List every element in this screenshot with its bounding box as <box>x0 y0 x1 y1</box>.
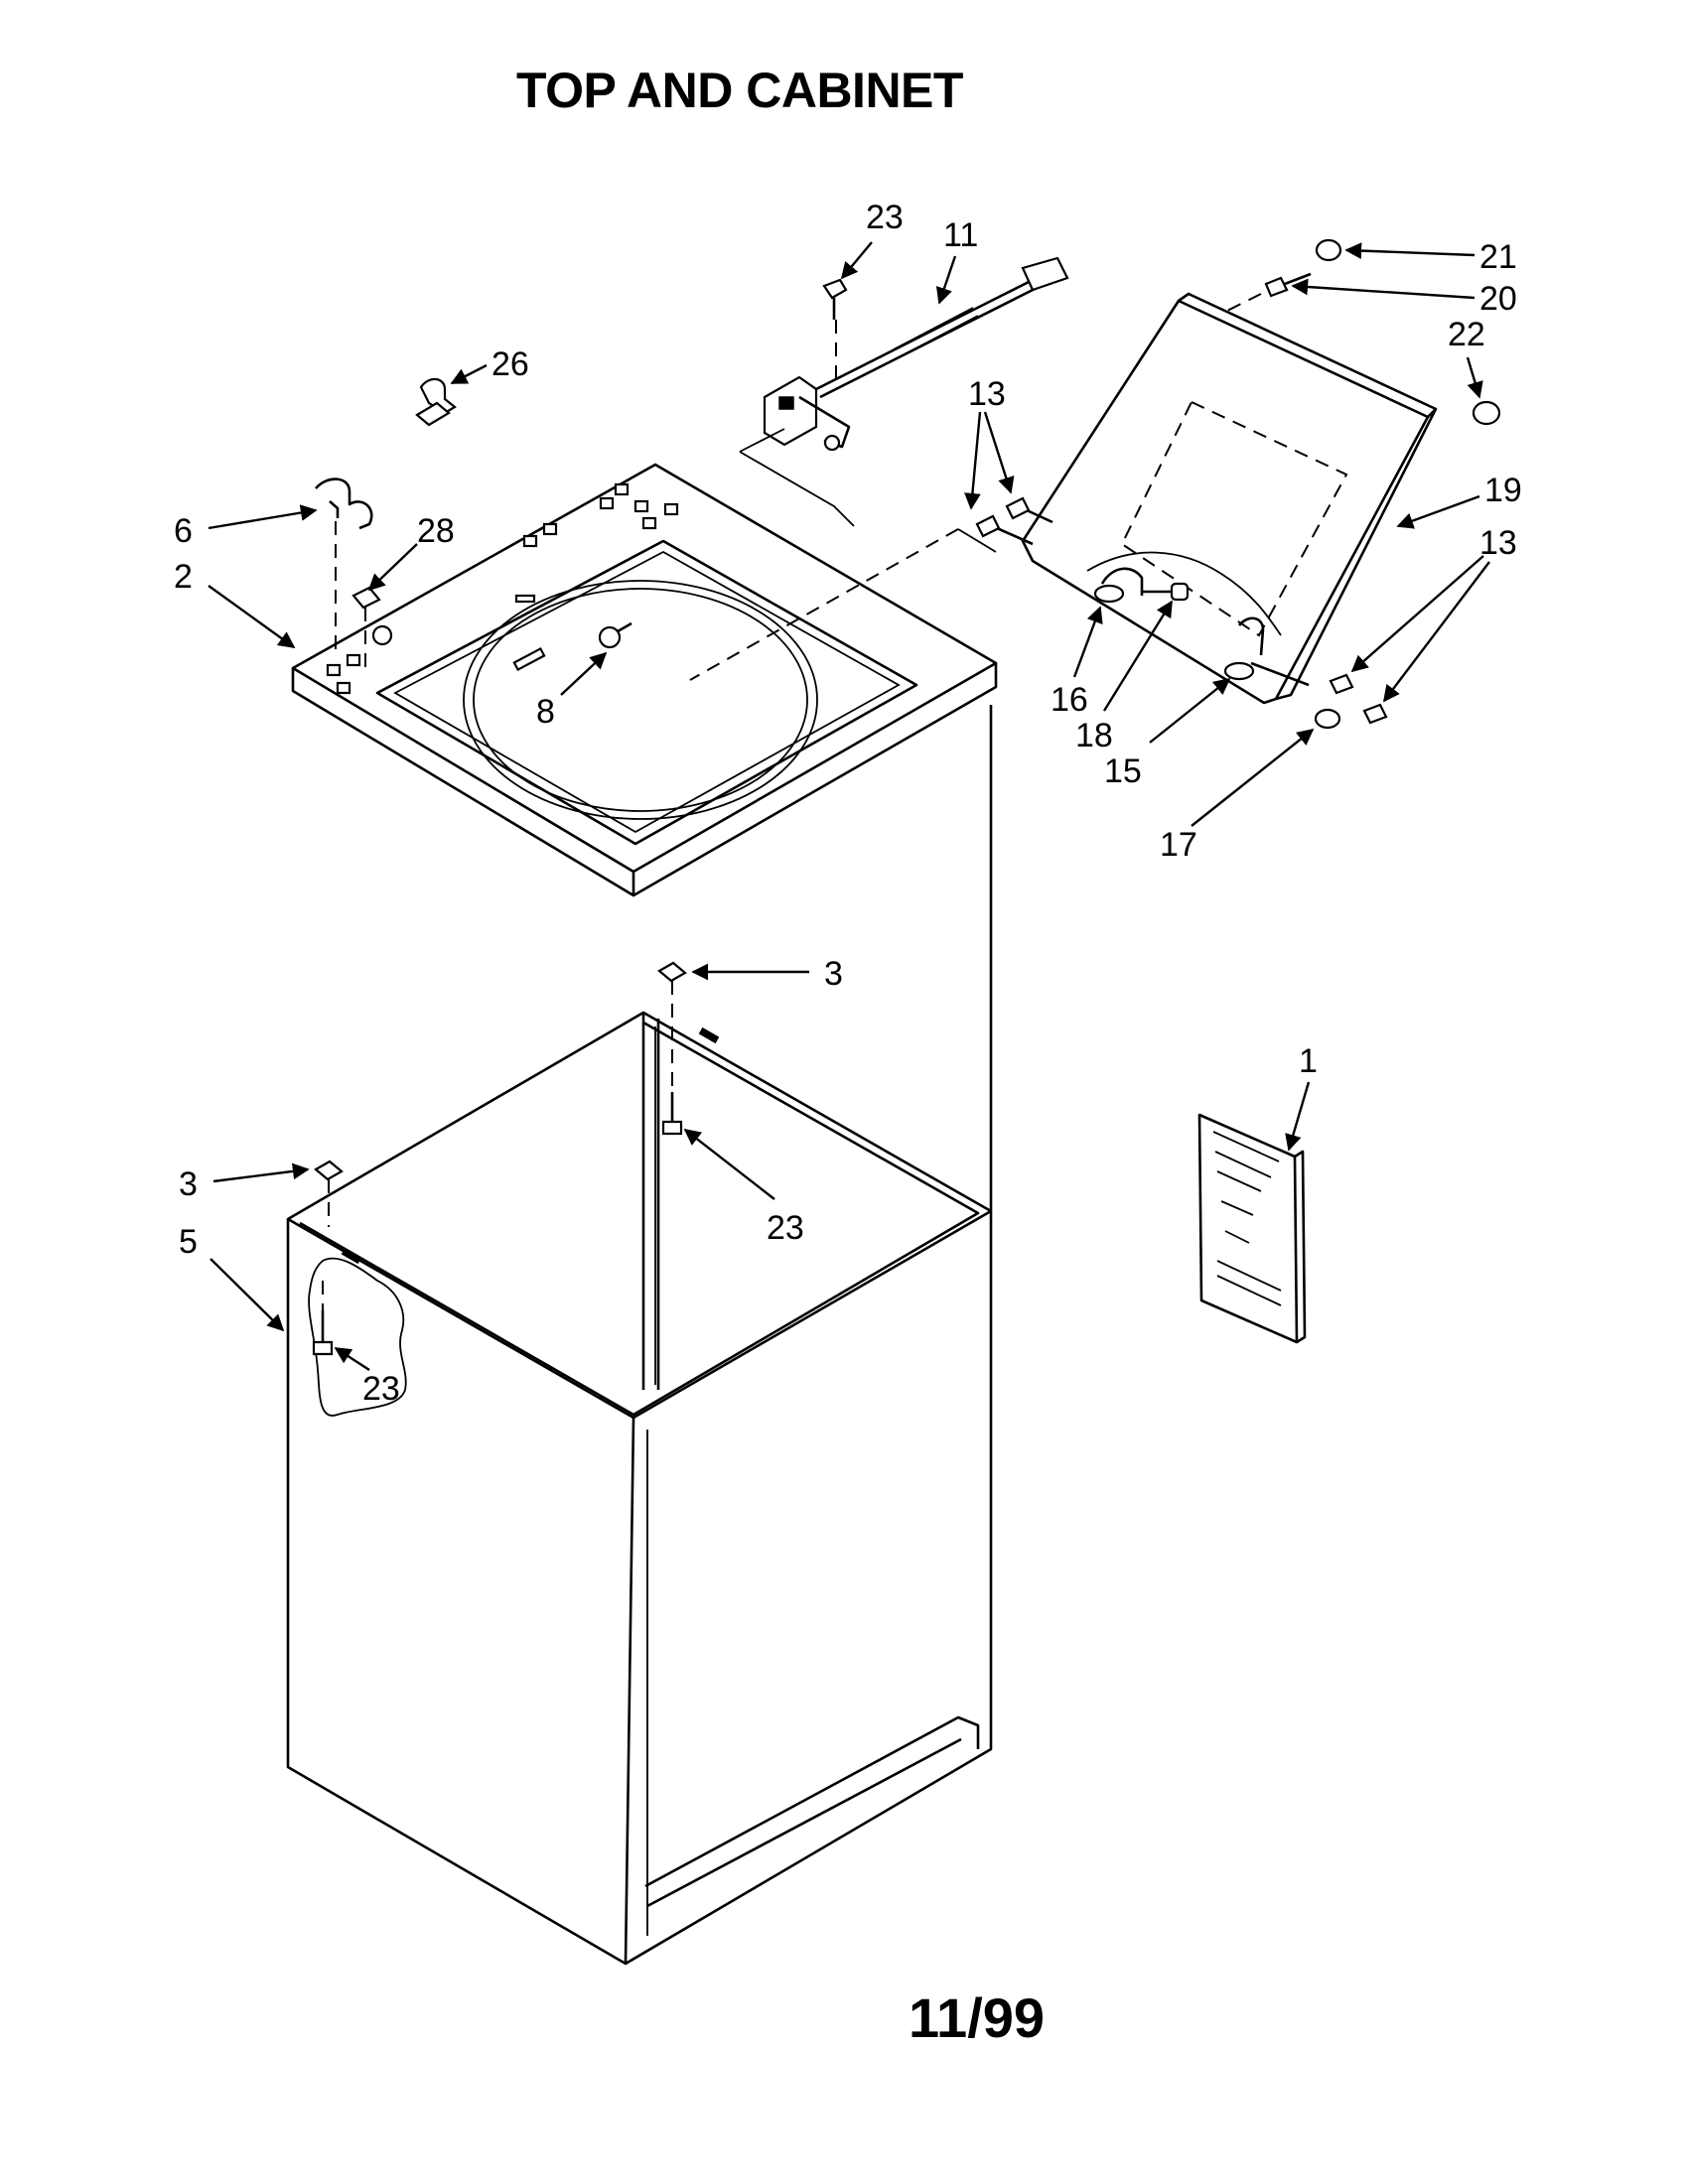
callout-16: 16 <box>1051 606 1103 719</box>
washer-top-panel <box>291 463 998 897</box>
callout-18: 18 <box>1075 600 1174 754</box>
hinge-parts-16-18 <box>1093 567 1190 604</box>
callout-11: 11 <box>935 216 978 305</box>
callout-1: 1 <box>1285 1042 1318 1152</box>
callout-8: 8 <box>536 651 608 731</box>
callout-6: 6 <box>174 504 318 550</box>
specification-sheet-part-1 <box>1197 1113 1307 1344</box>
cabinet-clip-part-3-right <box>657 961 687 1087</box>
callout-label: 23 <box>866 199 904 236</box>
callout-label: 16 <box>1051 681 1088 719</box>
callout-22: 22 <box>1448 316 1485 399</box>
callout-label: 22 <box>1448 316 1485 353</box>
callout-label: 13 <box>968 375 1006 413</box>
callout-21: 21 <box>1344 238 1517 276</box>
callout-15: 15 <box>1104 677 1231 790</box>
callout-label: 19 <box>1484 472 1522 509</box>
washer-lid-part-19 <box>1021 292 1438 705</box>
callout-label: 26 <box>491 345 529 383</box>
washer-cabinet-part-5 <box>286 705 993 1966</box>
hinge-bolts-part-13-left <box>975 496 1053 546</box>
callout-label: 5 <box>179 1223 198 1261</box>
callout-label: 21 <box>1479 238 1517 276</box>
callout-3-right: 3 <box>691 955 843 993</box>
hinge-bolts-part-13-right <box>1314 673 1388 730</box>
callout-label: 23 <box>767 1209 804 1247</box>
cabinet-screw-part-23-left <box>312 1281 334 1356</box>
callout-label: 20 <box>1479 280 1517 318</box>
page-title: TOP AND CABINET <box>516 63 963 118</box>
hinge-clip-part-15 <box>1223 616 1310 687</box>
callout-3-left: 3 <box>179 1162 310 1203</box>
callout-label: 23 <box>362 1370 400 1408</box>
callout-17: 17 <box>1160 728 1315 864</box>
lid-switch-harness-part-11 <box>739 256 1069 527</box>
callout-label: 2 <box>174 558 193 596</box>
callout-20: 20 <box>1291 278 1517 318</box>
callout-label: 17 <box>1160 826 1197 864</box>
clip-part-26 <box>415 377 457 427</box>
callout-13-right: 13 <box>1350 524 1517 703</box>
top-clip-part-28 <box>351 586 381 675</box>
callout-28: 28 <box>367 512 455 592</box>
callout-19: 19 <box>1396 472 1522 529</box>
revision-date: 11/99 <box>909 1986 1046 2049</box>
top-clip-part-6 <box>315 478 373 655</box>
callout-label: 3 <box>824 955 843 993</box>
callout-label: 1 <box>1299 1042 1318 1080</box>
cabinet-screw-part-23-right <box>661 1092 683 1136</box>
callout-label: 15 <box>1104 752 1142 790</box>
callout-5: 5 <box>179 1223 285 1332</box>
callout-label: 28 <box>417 512 455 550</box>
callout-2: 2 <box>174 558 296 648</box>
callout-label: 3 <box>179 1165 198 1203</box>
cabinet-clip-part-3-left <box>314 1160 344 1227</box>
callout-26: 26 <box>450 345 529 385</box>
callout-13-left: 13 <box>964 375 1015 510</box>
callout-23-cabinet-left: 23 <box>334 1346 400 1408</box>
callout-label: 13 <box>1479 524 1517 562</box>
callout-23-harness-screw: 23 <box>840 199 904 280</box>
callout-label: 6 <box>174 512 193 550</box>
screw-part-23-top <box>822 278 848 320</box>
callout-label: 11 <box>943 216 978 254</box>
callout-23-cabinet-right: 23 <box>683 1128 804 1247</box>
screw-part-8 <box>598 621 632 649</box>
callout-label: 18 <box>1075 717 1113 754</box>
callout-label: 8 <box>536 693 555 731</box>
